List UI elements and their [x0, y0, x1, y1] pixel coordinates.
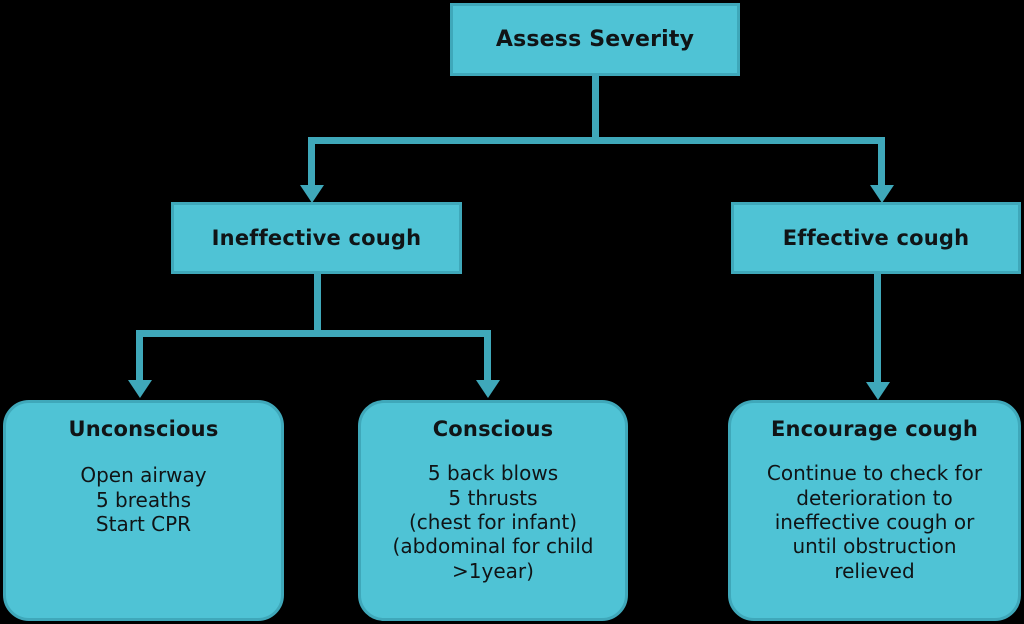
connector-to-effective	[878, 137, 885, 190]
connector-to-ineffective	[308, 137, 315, 190]
arrowhead-to-conscious-icon	[476, 380, 500, 398]
arrowhead-to-ineffective-icon	[300, 185, 324, 203]
node-encourage-cough-title: Encourage cough	[770, 417, 979, 441]
node-conscious-title: Conscious	[432, 417, 554, 441]
node-unconscious-body: Open airway 5 breaths Start CPR	[80, 463, 207, 536]
arrowhead-to-encourage-icon	[866, 382, 890, 400]
connector-level1-bus	[308, 137, 885, 144]
connector-to-encourage	[874, 274, 881, 386]
connector-ineffective-stem	[314, 274, 321, 336]
node-effective-cough[interactable]: Effective cough	[731, 202, 1021, 274]
node-unconscious-title: Unconscious	[68, 417, 219, 441]
node-ineffective-cough-title: Ineffective cough	[211, 225, 422, 250]
node-encourage-cough-body: Continue to check for deterioration to i…	[766, 461, 983, 583]
node-assess-severity-title: Assess Severity	[495, 26, 695, 52]
node-conscious-body: 5 back blows 5 thrusts (chest for infant…	[392, 461, 594, 583]
node-unconscious[interactable]: Unconscious Open airway 5 breaths Start …	[3, 400, 284, 621]
connector-to-conscious	[484, 330, 491, 384]
node-encourage-cough[interactable]: Encourage cough Continue to check for de…	[728, 400, 1021, 621]
arrowhead-to-effective-icon	[870, 185, 894, 203]
node-ineffective-cough[interactable]: Ineffective cough	[171, 202, 462, 274]
connector-level2-bus	[136, 330, 491, 337]
connector-assess-stem	[592, 73, 599, 143]
node-effective-cough-title: Effective cough	[782, 225, 970, 250]
arrowhead-to-unconscious-icon	[128, 380, 152, 398]
node-assess-severity[interactable]: Assess Severity	[450, 3, 740, 76]
connector-to-unconscious	[136, 330, 143, 384]
node-conscious[interactable]: Conscious 5 back blows 5 thrusts (chest …	[358, 400, 628, 621]
